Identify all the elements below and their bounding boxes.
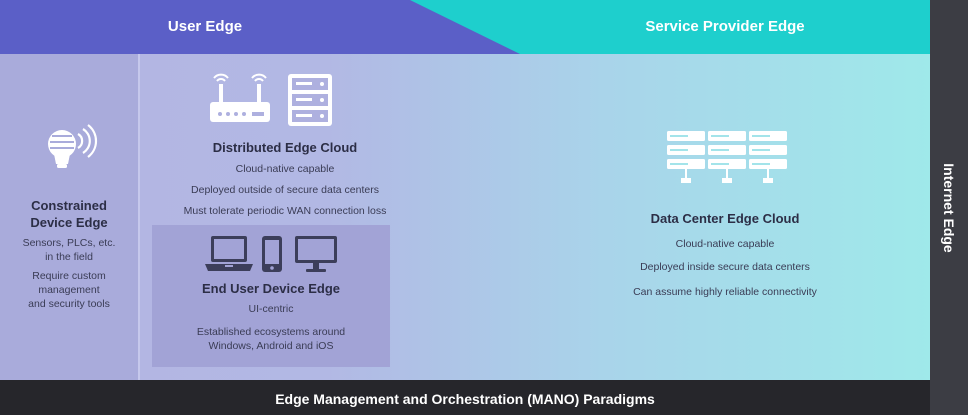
end-user-desc: Established ecosystems around Windows, A… <box>152 325 390 353</box>
data-center-line: Cloud-native capable <box>675 238 775 250</box>
constrained-desc-line: Require custom <box>32 270 106 282</box>
constrained-desc-b: Require custom management and security t… <box>4 269 134 311</box>
end-user-line: Established ecosystems around <box>196 326 346 338</box>
data-center-title: Data Center Edge Cloud <box>650 211 800 226</box>
constrained-title: Constrained Device Edge <box>4 197 134 231</box>
server-icon <box>288 74 332 126</box>
data-center-line: Deployed inside secure data centers <box>640 261 810 273</box>
end-user-line: Windows, Android and iOS <box>208 340 334 352</box>
user-edge-title: User Edge <box>167 18 243 35</box>
constrained-desc-line: and security tools <box>28 298 110 310</box>
column-divider <box>138 54 140 380</box>
phone-icon <box>262 236 282 272</box>
data-center-line: Can assume highly reliable connectivity <box>633 286 817 298</box>
laptop-icon <box>205 236 253 271</box>
constrained-desc-line: in the field <box>45 251 93 263</box>
internet-edge-label-wrap: Internet Edge <box>930 0 968 415</box>
internet-edge-rail <box>930 0 968 415</box>
distributed-title: Distributed Edge Cloud <box>212 140 358 155</box>
distributed-line: Cloud-native capable <box>235 163 335 175</box>
constrained-desc-line: management <box>38 284 100 296</box>
end-user-line: UI-centric <box>248 303 294 315</box>
footer-band <box>0 380 930 415</box>
header-band: User Edge Service Provider Edge <box>0 0 930 54</box>
server-rack-icon <box>667 131 787 183</box>
constrained-title-line2: Device Edge <box>30 215 108 230</box>
distributed-line: Must tolerate periodic WAN connection lo… <box>183 205 387 217</box>
constrained-desc-a: Sensors, PLCs, etc. in the field <box>4 236 134 264</box>
footer-title: Edge Management and Orchestration (MANO)… <box>275 391 655 407</box>
router-icon <box>210 73 270 122</box>
user-edge-header-bg <box>0 0 520 54</box>
constrained-device-column <box>0 54 138 380</box>
constrained-desc-line: Sensors, PLCs, etc. <box>22 237 116 249</box>
constrained-title-line1: Constrained <box>31 198 107 213</box>
internet-edge-label: Internet Edge <box>941 163 957 253</box>
smart-bulb-icon <box>48 124 98 168</box>
distributed-line: Deployed outside of secure data centers <box>191 184 379 196</box>
header-background <box>0 0 930 54</box>
end-user-title: End User Device Edge <box>202 281 340 296</box>
monitor-icon <box>295 236 337 272</box>
service-provider-edge-title: Service Provider Edge <box>645 18 805 35</box>
